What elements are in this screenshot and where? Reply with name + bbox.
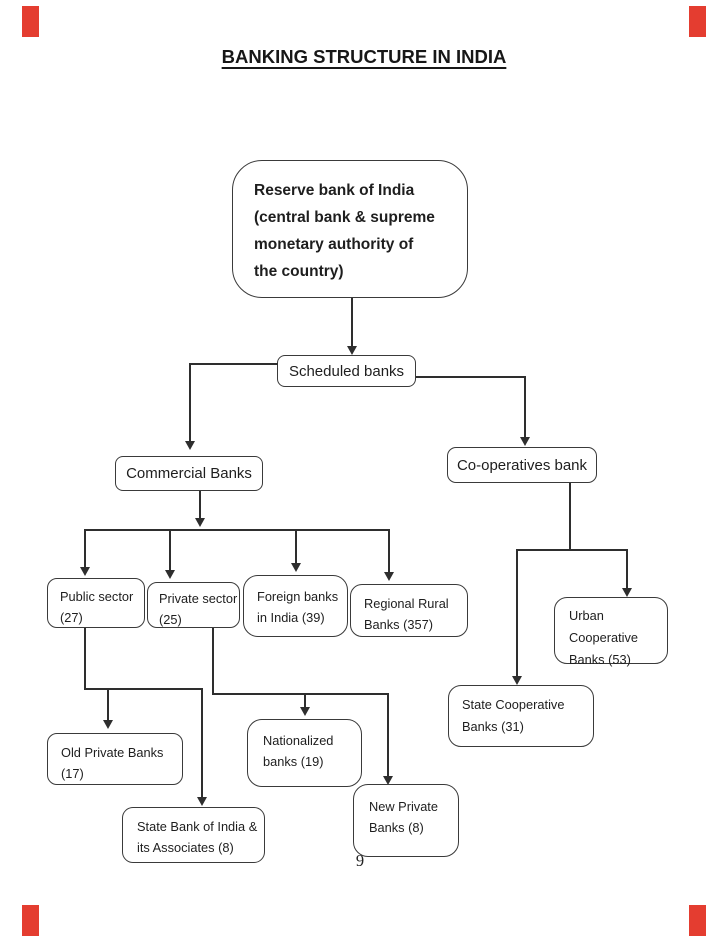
node-text-line: New Private [369,799,438,814]
arrowhead-sbi-associates [197,797,207,806]
red-corner-marker-top-left [22,6,39,37]
node-text-line: monetary authority of [254,236,414,253]
node-private-sector: Private sector (25) [147,582,240,628]
connector-scheduled-to-commercial-h [190,363,278,365]
arrowhead-cooperatives-bank [520,437,530,446]
connector-to-new-private [387,693,389,777]
page-title: BANKING STRUCTURE IN INDIA [221,46,507,67]
node-sbi-and-associates: State Bank of India & its Associates (8) [122,807,265,863]
node-regional-rural-banks: Regional Rural Banks (357) [350,584,468,637]
red-corner-marker-bottom-left [22,905,39,936]
connector-to-public-sector [84,529,86,568]
red-corner-marker-bottom-right [689,905,706,936]
connector-rbi-to-scheduled [351,298,353,347]
node-text-line: (central bank & supreme [254,209,435,226]
node-text-line: Banks (53) [569,652,631,667]
node-text-line: (17) [61,766,84,781]
node-text-line: (27) [60,610,83,625]
connector-to-foreign-banks [295,529,297,564]
node-text-line: Banks (8) [369,820,424,835]
node-old-private-banks: Old Private Banks (17) [47,733,183,785]
arrowhead-commercial-banks [185,441,195,450]
arrowhead-private-sector [165,570,175,579]
node-text-line: State Bank of India & [137,819,258,834]
node-text-line: (25) [159,612,182,627]
connector-commercial-down [199,491,201,519]
connector-to-urban-cooperative [626,549,628,589]
node-label: Co-operatives bank [456,456,588,474]
arrowhead-nationalized-banks [300,707,310,716]
page-number: 9 [355,851,365,870]
node-text-line: Urban [569,608,604,623]
node-text-line: Old Private Banks [61,745,164,760]
node-label: Commercial Banks [126,465,252,482]
node-scheduled-banks: Scheduled banks [277,355,416,387]
node-nationalized-banks: Nationalized banks (19) [247,719,362,787]
connector-scheduled-to-cooperatives-v [524,376,526,438]
node-label: Scheduled banks [288,362,405,380]
connector-to-nationalized [304,693,306,708]
arrowhead-foreign-banks [291,563,301,572]
node-reserve-bank-of-india: Reserve bank of India (central bank & su… [232,160,468,298]
connector-to-old-private [107,688,109,721]
arrowhead-scheduled-banks [347,346,357,355]
arrowhead-distribution-bar [195,518,205,527]
node-cooperatives-bank: Co-operatives bank [447,447,597,483]
arrowhead-urban-cooperative [622,588,632,597]
node-text-line: Regional Rural [364,596,449,611]
node-text-line: Banks (357) [364,617,433,632]
connector-cooperatives-bar [517,549,628,551]
red-corner-marker-top-right [689,6,706,37]
node-text-line: Public sector [60,589,134,604]
node-new-private-banks: New Private Banks (8) [353,784,459,857]
connector-to-private-sector [169,529,171,571]
arrowhead-old-private-banks [103,720,113,729]
node-public-sector: Public sector (27) [47,578,145,628]
node-foreign-banks: Foreign banks in India (39) [243,575,348,637]
connector-to-regional-rural [388,529,390,573]
arrowhead-state-cooperative [512,676,522,685]
node-text-line: the country) [254,263,344,280]
node-text-line: Banks (31) [462,719,524,734]
node-text-line: its Associates (8) [137,840,234,855]
connector-to-state-cooperative [516,549,518,677]
node-text-line: in India (39) [257,610,325,625]
node-state-cooperative-banks: State Cooperative Banks (31) [448,685,594,747]
arrowhead-new-private-banks [383,776,393,785]
connector-scheduled-to-cooperatives-h [416,376,526,378]
node-text-line: State Cooperative [462,697,565,712]
node-text-line: Foreign banks [257,589,339,604]
connector-private-sector-bar [212,693,389,695]
node-text-line: Nationalized [263,733,334,748]
connector-public-sector-bar [84,688,203,690]
node-text-line: Cooperative [569,630,639,645]
connector-cooperatives-down [569,483,571,550]
connector-public-sector-down [84,628,86,689]
connector-scheduled-to-commercial-v [189,363,191,442]
node-text-line: banks (19) [263,754,324,769]
node-text-line: Private sector [159,591,238,606]
node-urban-cooperative-banks: Urban Cooperative Banks (53) [554,597,668,667]
arrowhead-public-sector [80,567,90,576]
node-text-line: Reserve bank of India [254,182,415,199]
connector-to-sbi-associates [201,688,203,798]
connector-private-sector-down [212,628,214,694]
node-commercial-banks: Commercial Banks [115,456,263,491]
arrowhead-regional-rural [384,572,394,581]
connector-commercial-distribution-bar [85,529,390,531]
